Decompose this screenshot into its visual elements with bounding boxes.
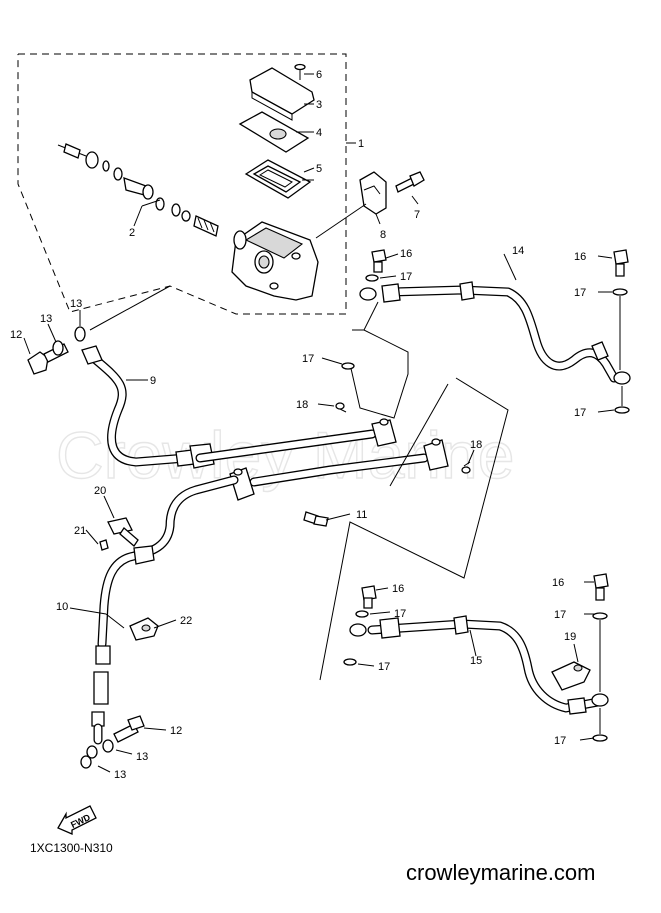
callout-3: 3 — [316, 99, 322, 111]
callout-12-a: 12 — [10, 329, 22, 341]
brake-hose-15 — [349, 615, 609, 715]
callout-14: 14 — [512, 245, 524, 257]
washer-14-left-top — [365, 274, 379, 282]
washer-14-right-bottom — [614, 406, 630, 414]
callout-13-b: 13 — [40, 313, 52, 325]
clamp-screw-upper — [335, 402, 347, 413]
callout-6: 6 — [316, 69, 322, 81]
union-bolt-15-right — [593, 573, 609, 601]
brake-hose-14 — [359, 281, 631, 385]
washer-15-right-top — [592, 612, 608, 620]
leader-lines — [23, 73, 615, 773]
hose-clamp-20 — [107, 517, 139, 547]
union-bolt-14-right — [613, 249, 629, 277]
hose-clamp-19 — [551, 661, 591, 691]
callout-16-b: 16 — [574, 251, 586, 263]
copper-washer-1 — [52, 340, 64, 356]
joint-bolt — [303, 511, 329, 527]
holder-bolt — [395, 171, 425, 193]
callout-18-b: 18 — [470, 439, 482, 451]
callout-19: 19 — [564, 631, 576, 643]
copper-washer-4 — [86, 745, 98, 759]
union-bolt-15-left — [361, 585, 377, 609]
union-bolt-14-left — [371, 249, 387, 273]
diaphragm-plate — [238, 111, 310, 153]
washer-15-left-top — [355, 610, 369, 618]
clamp-screw-21 — [99, 539, 109, 551]
callout-4: 4 — [316, 127, 322, 139]
washer-15-right-bottom — [592, 734, 608, 742]
callout-17-f: 17 — [378, 661, 390, 673]
brake-pipe-upper — [195, 418, 397, 463]
callout-21: 21 — [74, 525, 86, 537]
callout-17-b: 17 — [574, 287, 586, 299]
callout-5: 5 — [316, 163, 322, 175]
callout-13-c: 13 — [136, 751, 148, 763]
union-bolt-lower — [113, 715, 145, 743]
callout-16-d: 16 — [552, 577, 564, 589]
hose-15-group-inner-line — [389, 383, 449, 487]
callout-15: 15 — [470, 655, 482, 667]
callout-2: 2 — [129, 227, 135, 239]
callout-13-d: 13 — [114, 769, 126, 781]
callout-8: 8 — [380, 229, 386, 241]
brake-pipe-lower — [249, 438, 449, 487]
hose-15-group-outline — [319, 377, 509, 681]
callout-12-b: 12 — [170, 725, 182, 737]
callout-17-h: 17 — [554, 735, 566, 747]
callout-17-c: 17 — [574, 407, 586, 419]
callout-20: 20 — [94, 485, 106, 497]
callout-18-a: 18 — [296, 399, 308, 411]
site-name: crowleymarine.com — [406, 860, 596, 885]
clamp-screw-lower — [461, 461, 471, 474]
hose-clamp-22 — [129, 617, 159, 641]
callout-17-e: 17 — [394, 608, 406, 620]
callout-10: 10 — [56, 601, 68, 613]
callout-22: 22 — [180, 615, 192, 627]
hose-14-group-outline — [349, 329, 409, 419]
washer-15-left-bottom — [343, 658, 357, 666]
fwd-arrow-icon: FWD — [57, 805, 97, 835]
callout-16-a: 16 — [400, 248, 412, 260]
callout-17-g: 17 — [554, 609, 566, 621]
washer-14-left-bottom — [341, 362, 355, 370]
copper-washer-3 — [102, 739, 114, 753]
piston-kit — [57, 143, 219, 237]
master-cylinder-assembly-outline — [17, 53, 347, 315]
copper-washer-2 — [74, 326, 86, 342]
reservoir-cap — [249, 67, 315, 121]
callout-1: 1 — [358, 138, 364, 150]
washer-14-right-top — [612, 288, 628, 296]
callout-16-c: 16 — [392, 583, 404, 595]
handlebar-holder — [359, 171, 387, 215]
callout-7: 7 — [414, 209, 420, 221]
callout-17-d: 17 — [302, 353, 314, 365]
brake-hose-9 — [81, 345, 259, 469]
callout-9: 9 — [150, 375, 156, 387]
master-cylinder-body — [231, 221, 319, 301]
diagram-code: 1XC1300-N310 — [30, 841, 113, 855]
callout-13-a: 13 — [70, 298, 82, 310]
callout-17-a: 17 — [400, 271, 412, 283]
callout-11: 11 — [356, 509, 367, 521]
reservoir-cap-screw — [294, 63, 306, 80]
reservoir-diaphragm — [244, 159, 312, 199]
brake-hose-10 — [91, 475, 239, 745]
